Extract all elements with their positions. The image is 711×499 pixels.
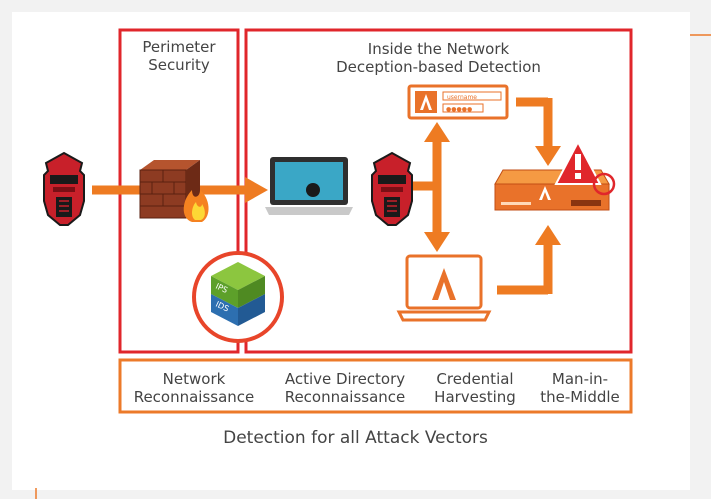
- password-label: ●●●●●: [446, 106, 472, 113]
- vector-network-reconnaissance: Network Reconnaissance: [124, 370, 264, 406]
- decoy-laptop-icon: [396, 254, 492, 322]
- vector-line1: Credential: [436, 370, 514, 388]
- diagram-caption: Detection for all Attack Vectors: [223, 428, 488, 448]
- vector-active-directory: Active Directory Reconnaissance: [270, 370, 420, 406]
- vector-line1: Network: [162, 370, 226, 388]
- vertical-arrow-up-head: [424, 122, 450, 142]
- vector-line2: the-Middle: [540, 388, 620, 406]
- deception-detection-label: Deception-based Detection: [336, 58, 541, 76]
- ips-ids-cube-icon: IPS IDS: [192, 251, 284, 343]
- vector-line1: Man-in-: [551, 370, 609, 388]
- vector-line2: Reconnaissance: [284, 388, 406, 406]
- decoy-arrow-head: [535, 225, 561, 245]
- attacker-mask-icon-inside: [371, 151, 413, 226]
- vector-line2: Harvesting: [434, 388, 516, 406]
- alert-triangle-icon: [554, 139, 616, 196]
- credential-card-icon: username ●●●●●: [407, 84, 509, 120]
- vertical-arrow-down-head: [424, 232, 450, 252]
- diagram-card: [12, 12, 690, 490]
- attack-vectors-frame: [118, 358, 633, 414]
- vector-line1: Active Directory: [284, 370, 406, 388]
- flow-arrow-head: [245, 177, 268, 203]
- username-label: username: [447, 94, 477, 101]
- firewall-icon: [139, 160, 209, 222]
- inside-network-label: Inside the Network: [367, 40, 510, 58]
- vector-man-in-the-middle: Man-in- the-Middle: [530, 370, 630, 406]
- attacker-mask-icon: [43, 151, 85, 226]
- vector-credential-harvesting: Credential Harvesting: [425, 370, 525, 406]
- laptop-icon: [265, 157, 353, 215]
- credential-arrow-head: [535, 146, 561, 166]
- vector-line2: Reconnaissance: [133, 388, 255, 406]
- perimeter-security-label: Perimeter Security: [142, 38, 216, 74]
